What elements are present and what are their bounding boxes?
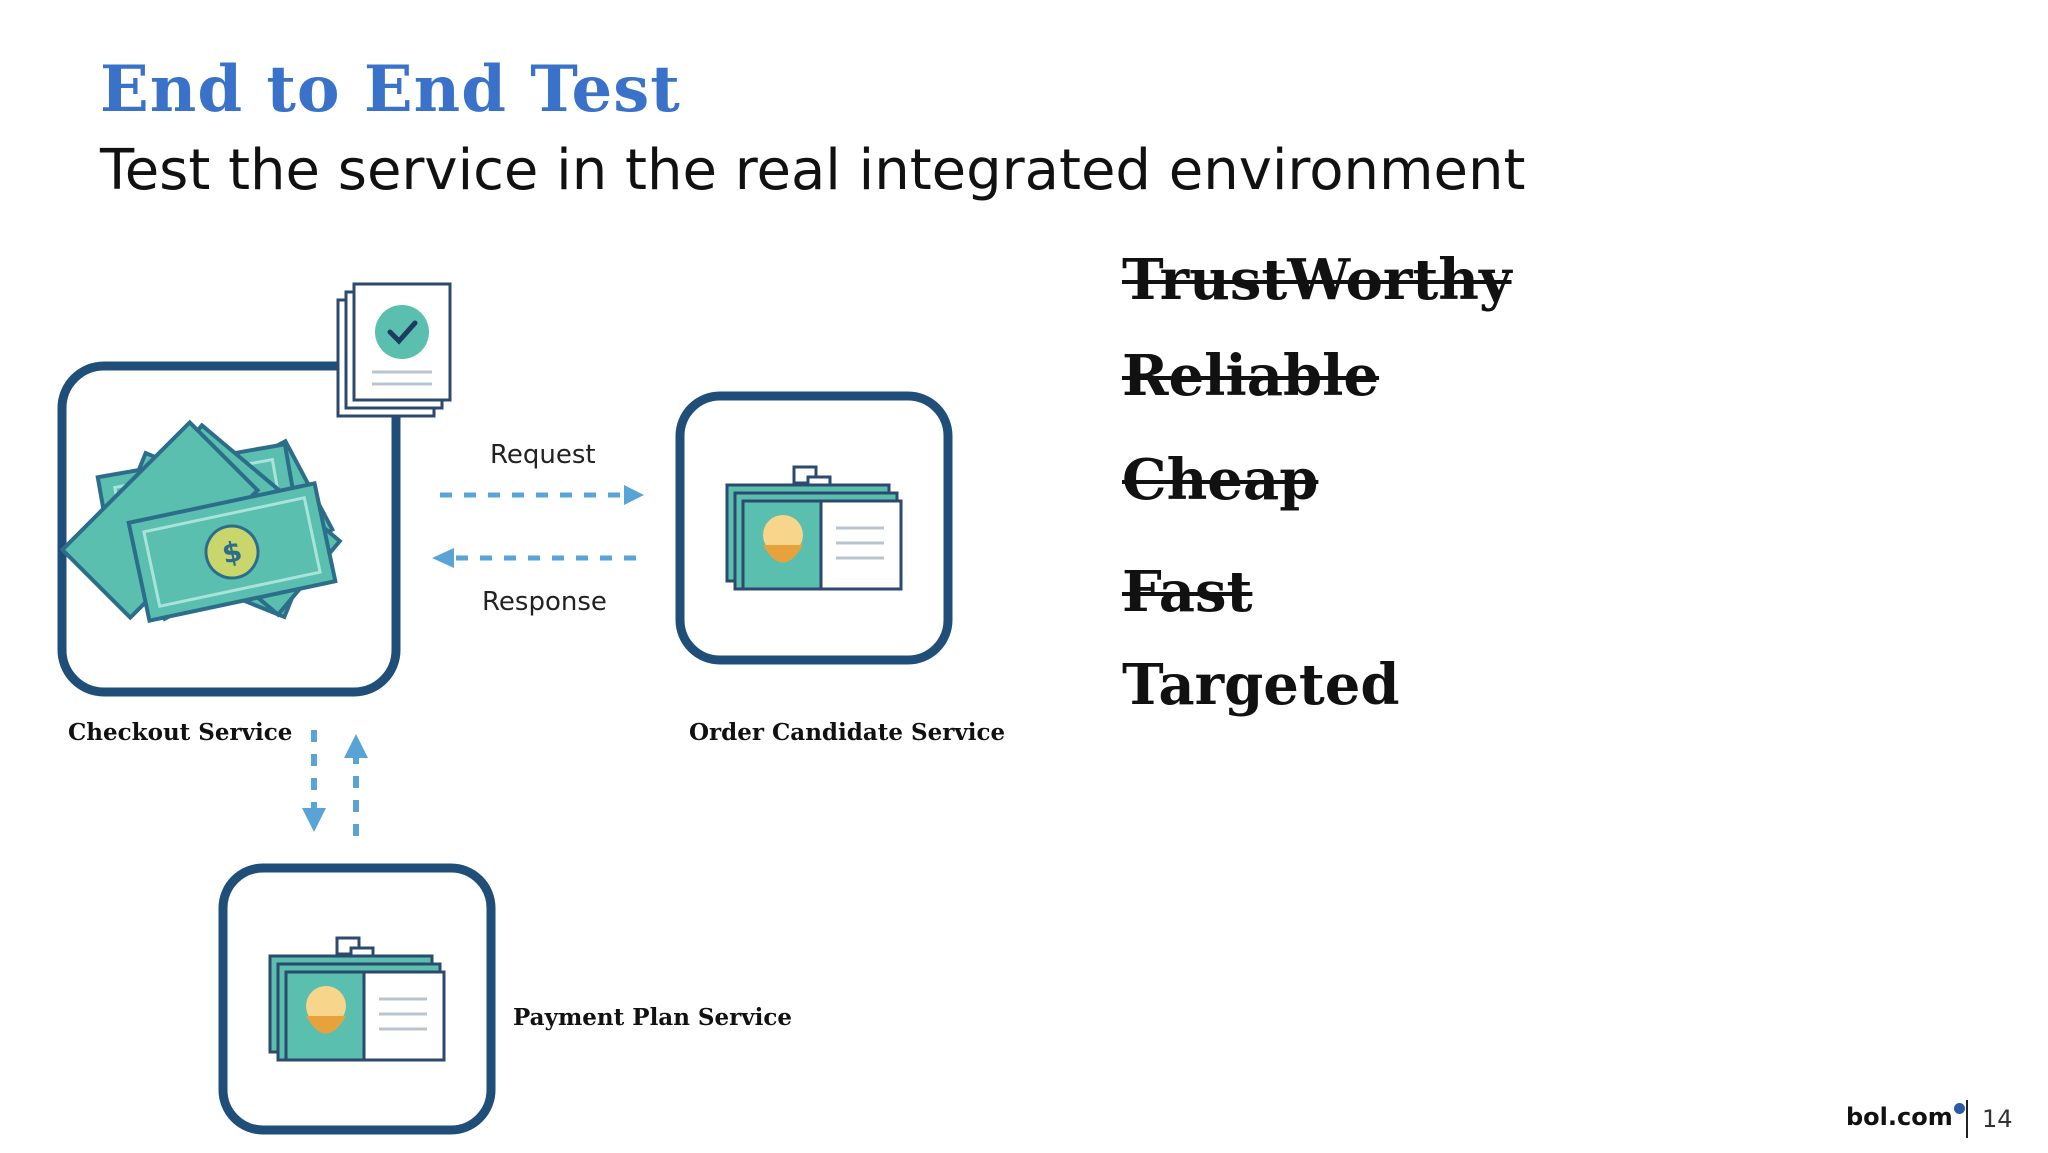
slide-title: End to End Test — [100, 52, 681, 127]
order-candidate-service-label: Order Candidate Service — [689, 719, 1005, 746]
payment-plan-service-label: Payment Plan Service — [513, 1004, 792, 1031]
logo-dot-icon — [1953, 1103, 1965, 1114]
request-label: Request — [490, 440, 596, 470]
id-card-icon — [725, 465, 903, 591]
payment-plan-service-node — [218, 863, 496, 1135]
checkout-service-label: Checkout Service — [68, 719, 292, 746]
quality-reliable: Reliable — [1122, 343, 1380, 409]
money-icon: $ — [59, 419, 343, 624]
footer-divider — [1966, 1100, 1968, 1138]
bol-logo: bol.com — [1846, 1103, 1965, 1131]
up-arrow — [344, 734, 368, 836]
quality-fast: Fast — [1122, 559, 1253, 625]
request-arrow — [440, 485, 644, 505]
checkout-service-node: $ — [57, 282, 452, 697]
slide-subtitle: Test the service in the real integrated … — [100, 138, 1526, 203]
response-label: Response — [482, 587, 607, 617]
quality-cheap: Cheap — [1122, 447, 1319, 513]
quality-targeted: Targeted — [1122, 652, 1400, 718]
id-card-icon — [268, 936, 446, 1062]
down-arrow — [302, 730, 326, 832]
order-candidate-service-node — [675, 391, 953, 665]
document-check-icon — [336, 282, 452, 418]
page-number: 14 — [1982, 1105, 2013, 1133]
quality-trustworthy: TrustWorthy — [1122, 247, 1512, 313]
response-arrow — [432, 548, 642, 568]
